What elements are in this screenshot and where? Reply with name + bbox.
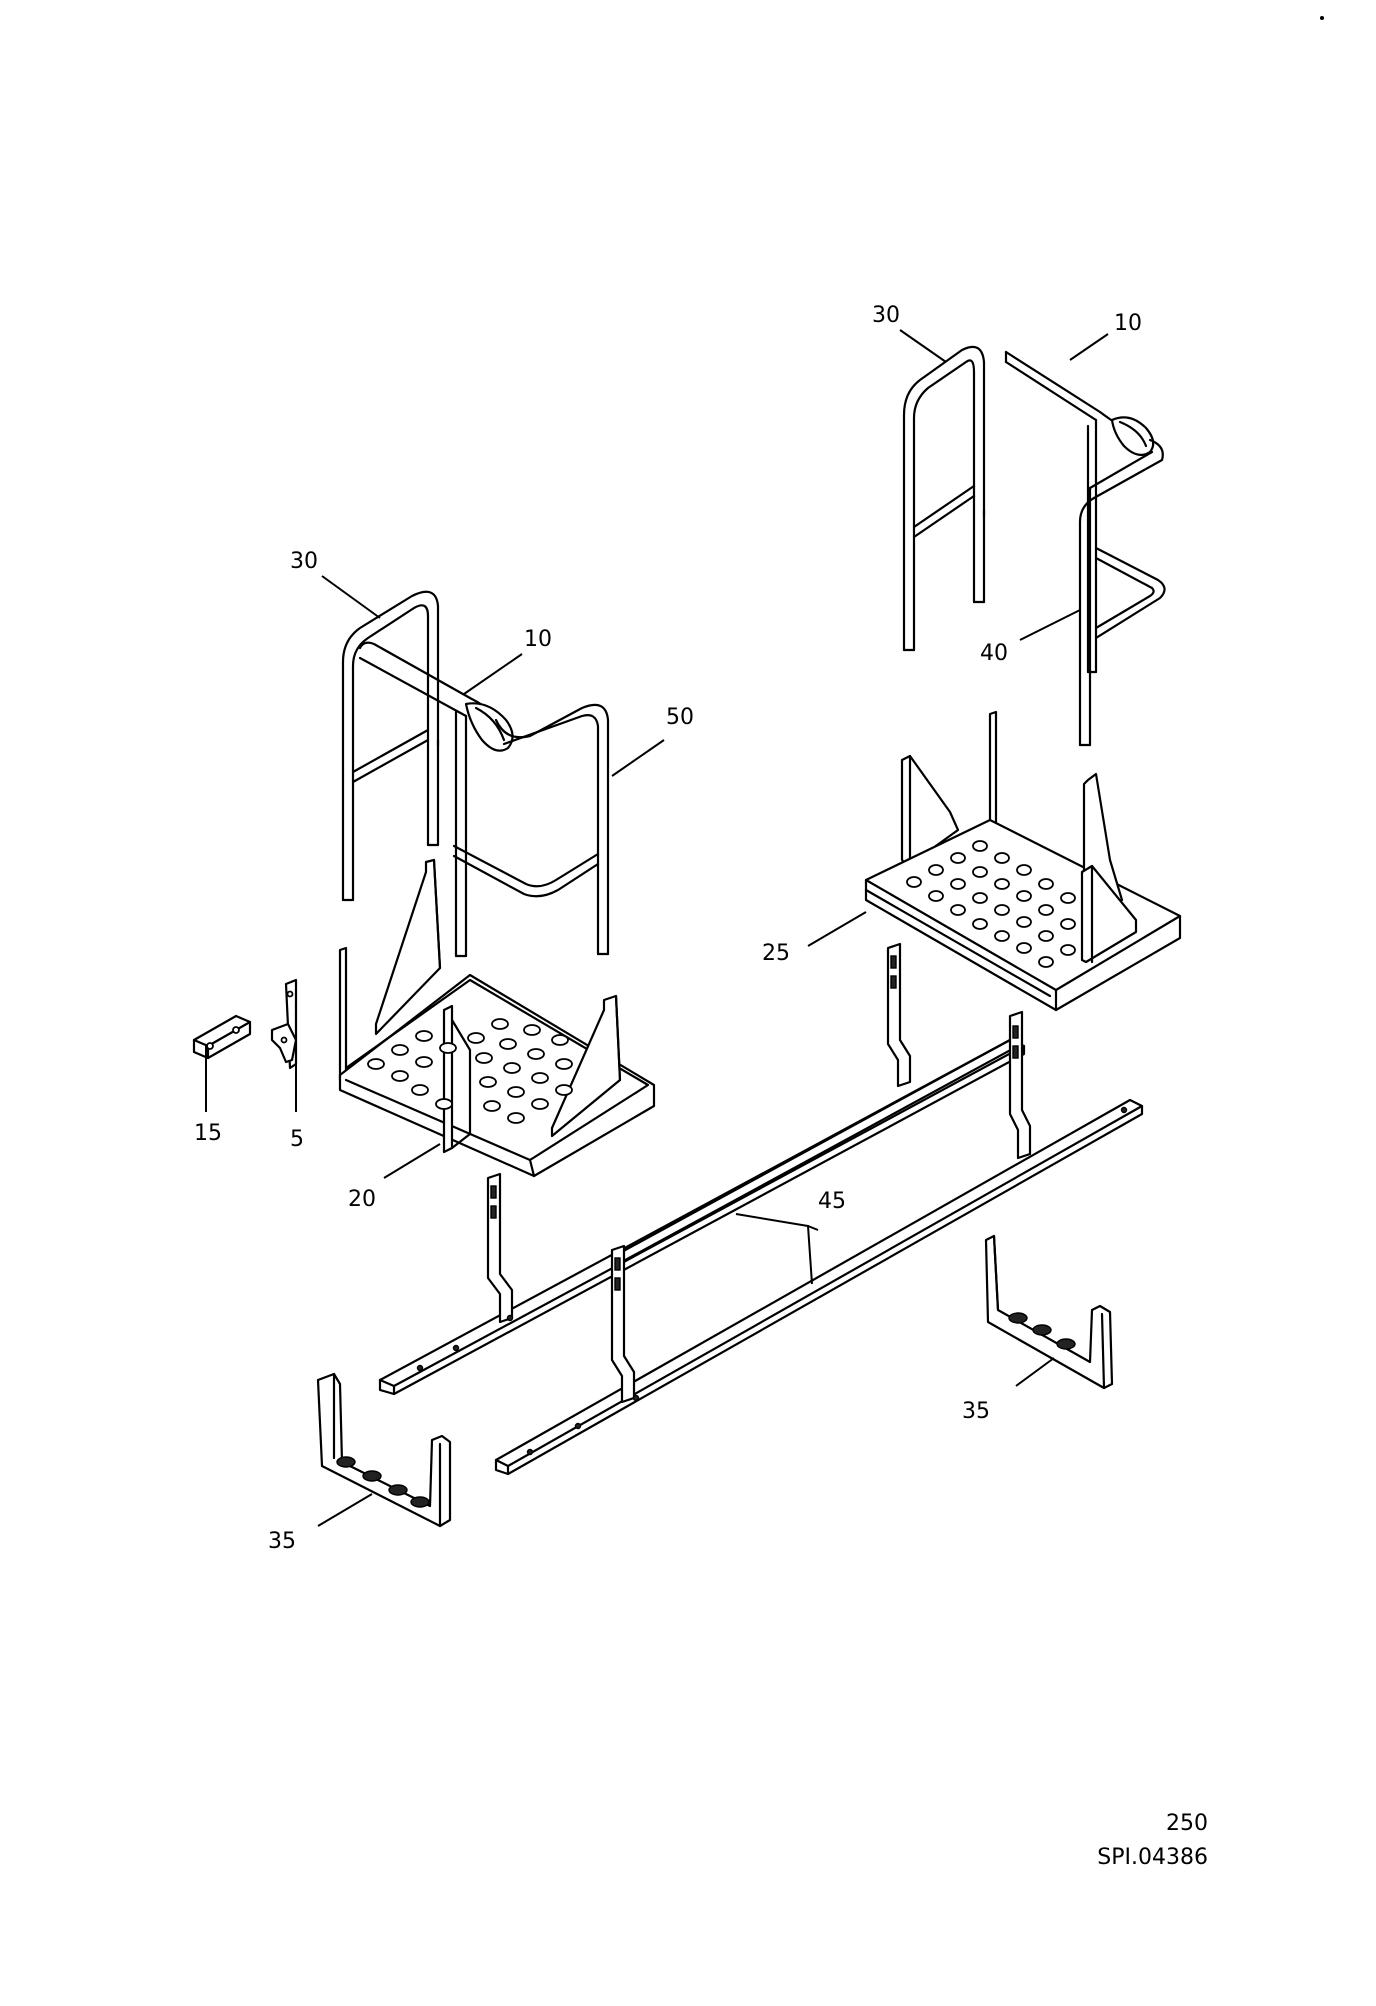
step-20-holes [367,1018,573,1124]
handrail-10-right [1004,350,1164,747]
handrail-30-left [341,590,440,902]
corner-dot [1320,16,1324,20]
callout-10-left: 10 [524,627,552,652]
bracket-15 [192,1014,252,1060]
handrail-30-right [902,345,986,652]
handrail-10-left [358,641,514,958]
callout-30-right: 30 [872,303,900,328]
foot-bracket-35-left [316,1372,452,1528]
leader-lines [205,329,1109,1527]
callout-15: 15 [194,1121,222,1146]
bar-40 [1094,546,1166,640]
callout-35-right: 35 [962,1399,990,1424]
callout-45: 45 [818,1189,846,1214]
step-platform-25 [864,710,1182,1012]
step-platform-20 [338,858,656,1178]
callout-40: 40 [980,641,1008,666]
callout-25: 25 [762,941,790,966]
callout-20: 20 [348,1187,376,1212]
callout-35-left: 35 [268,1529,296,1554]
bracket-5 [270,978,298,1070]
callout-50: 50 [666,705,694,730]
step-25-holes [906,840,1076,968]
foot-bracket-35-right [984,1234,1114,1390]
callout-10-right: 10 [1114,311,1142,336]
callout-30-left: 30 [290,549,318,574]
drawing-code: SPI.04386 [1097,1845,1208,1870]
callout-5: 5 [290,1127,304,1152]
rail-50 [452,703,610,956]
frame-45 [378,942,1144,1476]
page-number: 250 [1166,1811,1208,1836]
